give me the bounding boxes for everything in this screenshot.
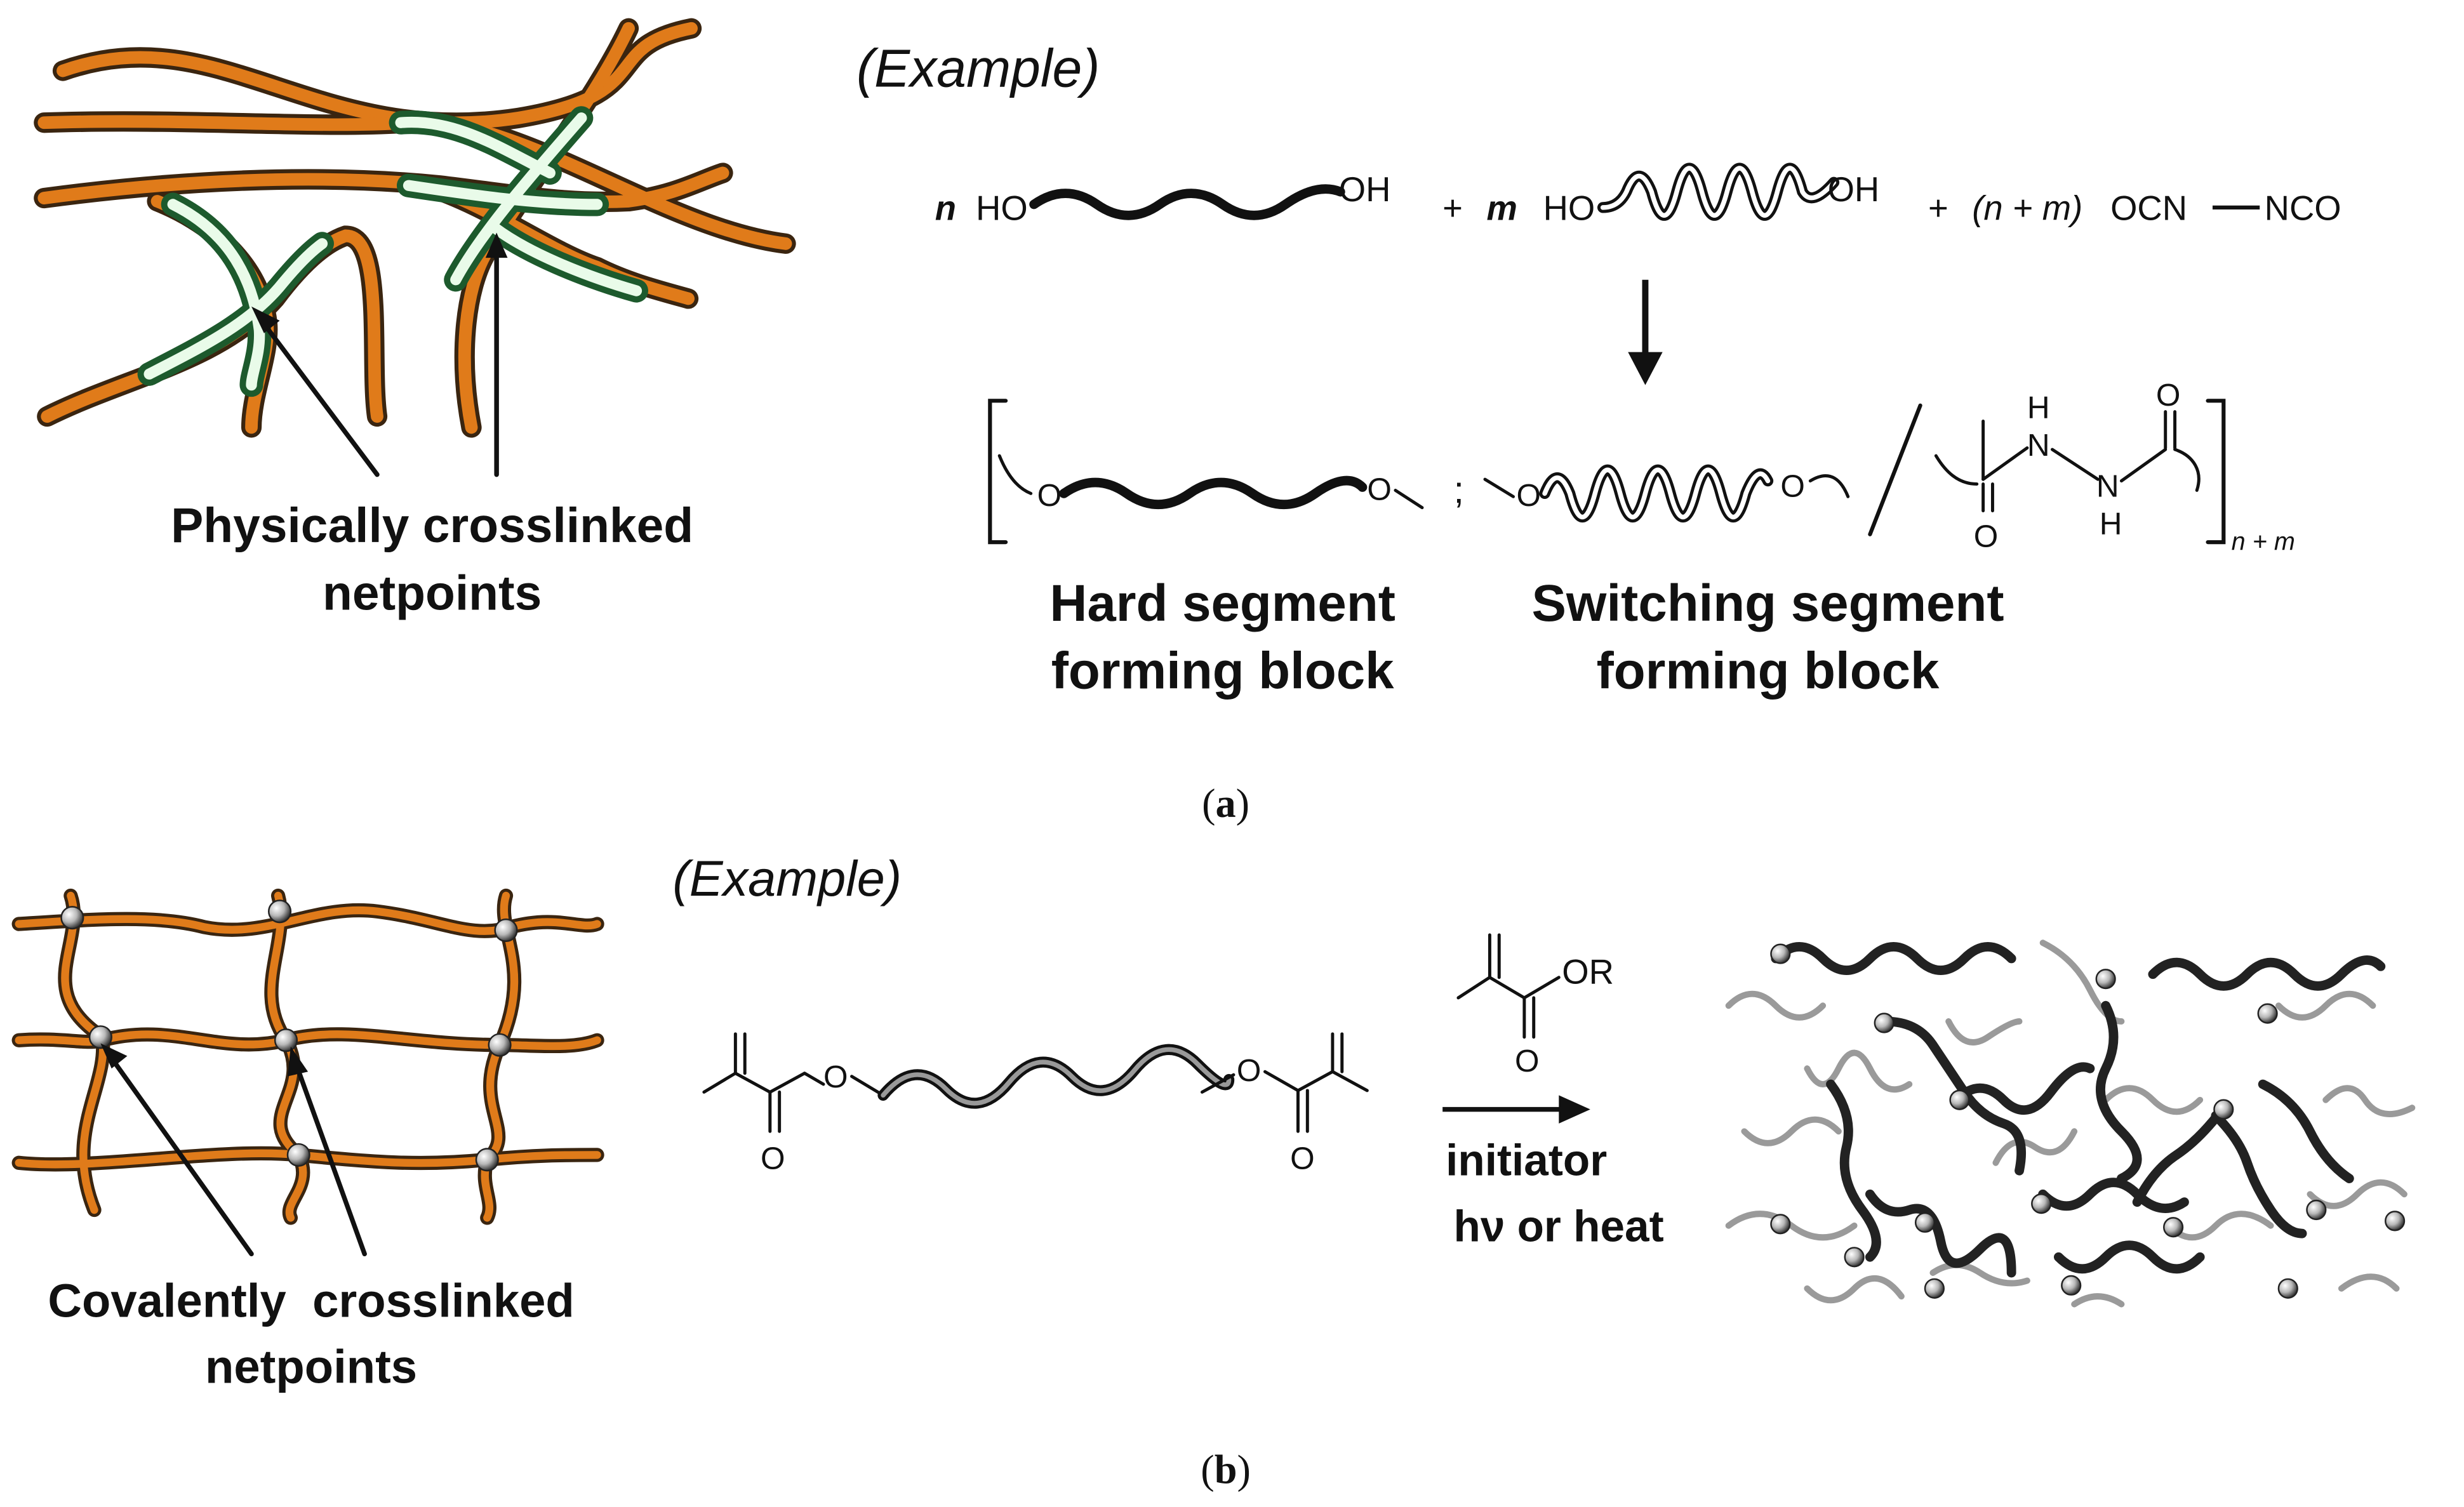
hard-segment-label-line1: Hard segment: [1049, 574, 1395, 632]
urea-n-bottom: N: [2096, 468, 2119, 503]
diisocyanate-left: OCN: [2110, 189, 2187, 228]
dimethacrylate-co-right: O: [1290, 1141, 1315, 1176]
reaction-down-arrow: [1628, 279, 1663, 385]
plus-1: +: [1442, 189, 1463, 228]
product-o1: O: [1037, 478, 1062, 513]
dimethacrylate-structure: O O O O: [702, 1032, 1369, 1176]
product-soft-chain-inner: [1542, 467, 1771, 519]
slash-separator: [1868, 403, 1922, 536]
acrylate-comonomer: O OR: [1456, 933, 1614, 1079]
hard-diol-left-ho: HO: [976, 189, 1028, 228]
polymerization-arrow: [1442, 1095, 1590, 1124]
dimethacrylate-backbone-outline: [877, 1044, 1235, 1109]
product-o3: O: [1516, 478, 1541, 513]
urea-n-top: N: [2027, 428, 2050, 463]
hard-diol-right-oh: OH: [1339, 170, 1391, 209]
product-hard-chain: [1059, 475, 1368, 509]
hard-segment-label-line2: forming block: [1051, 642, 1394, 700]
product-subscript: n + m: [2232, 528, 2295, 555]
urea-o-top: O: [2156, 378, 2181, 413]
covalent-netpoints: [60, 900, 518, 1172]
covalent-network-illustration: [11, 888, 604, 1257]
panel-a: Physically crosslinked netpoints (Exampl…: [34, 18, 2341, 826]
dimethacrylate-o-right: O: [1237, 1053, 1262, 1088]
crystalline-domains: [137, 106, 648, 397]
dimethacrylate-o-left: O: [823, 1059, 848, 1094]
soft-diol-right-oh: OH: [1828, 170, 1880, 209]
coef-n-plus-m: (n + m): [1972, 189, 2082, 228]
urea-o-bottom: O: [1974, 519, 1999, 554]
polyurethane-product: O O ; O O O N H N H O: [988, 378, 2295, 555]
urea-h-bottom: H: [2100, 507, 2122, 541]
network-netpoints: [1770, 943, 2406, 1299]
plus-2: +: [1928, 189, 1948, 228]
coef-n: n: [935, 189, 956, 228]
product-o4: O: [1780, 468, 1805, 503]
panel-b: Covalently crosslinked netpoints (Exampl…: [11, 850, 2416, 1492]
panel-b-example-label: (Example): [672, 850, 902, 906]
switching-segment-label-line2: forming block: [1597, 642, 1940, 700]
product-separator: ;: [1453, 468, 1464, 511]
comonomer-or: OR: [1562, 953, 1614, 992]
panel-b-label: (b): [1201, 1447, 1251, 1492]
right-bracket: [2206, 399, 2226, 545]
physical-network-caption-line1: Physically crosslinked: [171, 499, 693, 553]
switching-segment-label-line1: Switching segment: [1531, 574, 2004, 632]
covalent-netpoint-arrows: [100, 1043, 367, 1257]
netpoint-arrows: [251, 232, 508, 477]
covalent-network-caption-line2: netpoints: [205, 1340, 417, 1393]
panel-a-example-label: (Example): [856, 38, 1100, 98]
dimethacrylate-co-left: O: [761, 1141, 785, 1176]
panel-a-label: (a): [1202, 781, 1249, 826]
left-bracket: [988, 399, 1008, 545]
urea-h-top: H: [2027, 390, 2050, 425]
diisocyanate-right: NCO: [2265, 189, 2341, 228]
product-o2: O: [1367, 472, 1392, 507]
hard-diol-chain: [1029, 184, 1345, 220]
condition-initiator: initiator: [1446, 1136, 1607, 1185]
covalent-network-caption-line1: Covalently crosslinked: [48, 1274, 574, 1327]
physical-network-caption-line2: netpoints: [323, 567, 542, 621]
soft-diol-left-ho: HO: [1543, 189, 1595, 228]
comonomer-o: O: [1515, 1044, 1540, 1079]
physical-network-illustration: [34, 18, 796, 477]
light-chains: [1725, 939, 2416, 1308]
polymer-network-illustration: [1725, 939, 2416, 1308]
condition-light-or-heat: hν or heat: [1453, 1202, 1663, 1251]
coef-m: m: [1486, 189, 1517, 228]
soft-diol-chain-inner: [1600, 166, 1837, 218]
reaction-equation: n HO OH + m HO OH + (n + m) OCN NCO: [935, 163, 2341, 228]
dark-chains: [1771, 942, 2386, 1278]
dimethacrylate-backbone-inner: [881, 1047, 1232, 1106]
